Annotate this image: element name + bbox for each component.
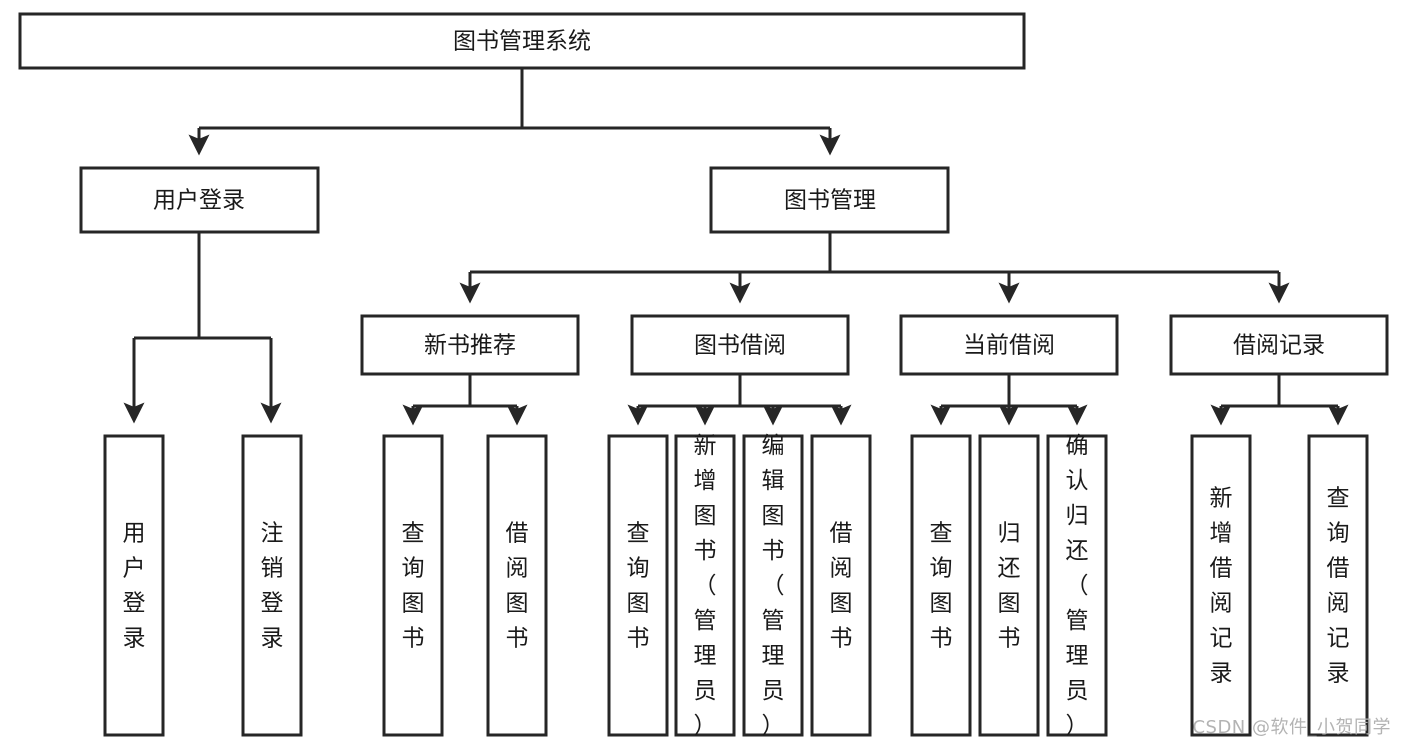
connector-root-to-level2	[188, 68, 841, 156]
connector-book-borrow-to-leaves	[627, 374, 852, 426]
node-book-borrow-box	[630, 314, 850, 376]
node-leaf-logout[interactable]: 注销登录	[241, 434, 303, 737]
node-leaf-edit-book-label: 编辑图书（管理员）	[762, 433, 785, 739]
node-leaf-borrow-book-2-box	[810, 434, 872, 737]
node-leaf-confirm-return-box	[1046, 434, 1108, 737]
node-leaf-query-book-3[interactable]: 查询图书	[910, 434, 972, 737]
node-root[interactable]: 图书管理系统	[18, 12, 1026, 70]
node-leaf-borrow-book-1-label: 借阅图书	[506, 520, 529, 651]
node-leaf-query-book-2-label: 查询图书	[627, 520, 650, 651]
node-borrow-record[interactable]: 借阅记录	[1169, 314, 1389, 376]
node-leaf-add-record[interactable]: 新增借阅记录	[1190, 434, 1252, 737]
node-leaf-query-record-box	[1307, 434, 1369, 737]
connector-new-book-rec-to-leaves	[402, 374, 528, 426]
node-leaf-add-book[interactable]: 新增图书（管理员）	[674, 433, 736, 739]
node-leaf-user-login-label: 用户登录	[123, 520, 146, 651]
node-leaf-return-book-label: 归还图书	[998, 520, 1021, 651]
node-leaf-add-book-box	[674, 434, 736, 737]
node-leaf-user-login[interactable]: 用户登录	[103, 434, 165, 737]
node-book-manage-box	[709, 166, 950, 234]
node-leaf-return-book-box	[978, 434, 1040, 737]
node-book-borrow[interactable]: 图书借阅	[630, 314, 850, 376]
connector-user-login-to-leaves	[123, 232, 282, 424]
node-leaf-edit-book[interactable]: 编辑图书（管理员）	[742, 433, 804, 739]
node-leaf-user-login-box	[103, 434, 165, 737]
node-leaf-borrow-book-2-label: 借阅图书	[830, 520, 853, 651]
node-user-login-label: 用户登录	[153, 188, 245, 214]
node-leaf-add-record-label: 新增借阅记录	[1210, 485, 1233, 686]
node-root-box	[18, 12, 1026, 70]
node-current-borrow[interactable]: 当前借阅	[899, 314, 1119, 376]
node-leaf-query-book-2[interactable]: 查询图书	[607, 434, 669, 737]
node-new-book-rec[interactable]: 新书推荐	[360, 314, 580, 376]
node-current-borrow-label: 当前借阅	[963, 333, 1055, 359]
node-leaf-add-record-box	[1190, 434, 1252, 737]
node-user-login[interactable]: 用户登录	[79, 166, 320, 234]
node-root-label: 图书管理系统	[453, 29, 591, 55]
node-borrow-record-label: 借阅记录	[1233, 333, 1325, 359]
node-leaf-query-record[interactable]: 查询借阅记录	[1307, 434, 1369, 737]
leaf-node-group: 用户登录 注销登录 查询图书 借阅图书 查询图书 新增图书（管理员）	[103, 433, 1369, 739]
node-leaf-borrow-book-2[interactable]: 借阅图书	[810, 434, 872, 737]
node-leaf-confirm-return[interactable]: 确认归还（管理员）	[1046, 433, 1108, 739]
node-leaf-confirm-return-label: 确认归还（管理员）	[1066, 433, 1089, 739]
node-book-manage[interactable]: 图书管理	[709, 166, 950, 234]
node-leaf-query-book-3-box	[910, 434, 972, 737]
node-borrow-record-box	[1169, 314, 1389, 376]
node-leaf-return-book[interactable]: 归还图书	[978, 434, 1040, 737]
node-new-book-rec-box	[360, 314, 580, 376]
node-leaf-query-book-1-box	[382, 434, 444, 737]
node-book-borrow-label: 图书借阅	[694, 333, 786, 359]
node-leaf-query-book-2-box	[607, 434, 669, 737]
connector-borrow-record-to-leaves	[1210, 374, 1349, 426]
node-leaf-logout-box	[241, 434, 303, 737]
node-leaf-logout-label: 注销登录	[261, 520, 284, 651]
node-leaf-borrow-book-1-box	[486, 434, 548, 737]
connector-current-borrow-to-leaves	[930, 374, 1088, 426]
connector-book-manage-to-level3	[459, 232, 1290, 304]
node-leaf-query-book-3-label: 查询图书	[930, 520, 953, 651]
node-new-book-rec-label: 新书推荐	[424, 333, 516, 359]
node-leaf-query-book-1[interactable]: 查询图书	[382, 434, 444, 737]
node-leaf-borrow-book-1[interactable]: 借阅图书	[486, 434, 548, 737]
node-leaf-edit-book-box	[742, 434, 804, 737]
node-leaf-query-record-label: 查询借阅记录	[1327, 485, 1350, 686]
node-book-manage-label: 图书管理	[784, 188, 876, 214]
node-current-borrow-box	[899, 314, 1119, 376]
node-leaf-query-book-1-label: 查询图书	[402, 520, 425, 651]
node-leaf-add-book-label: 新增图书（管理员）	[694, 433, 717, 739]
